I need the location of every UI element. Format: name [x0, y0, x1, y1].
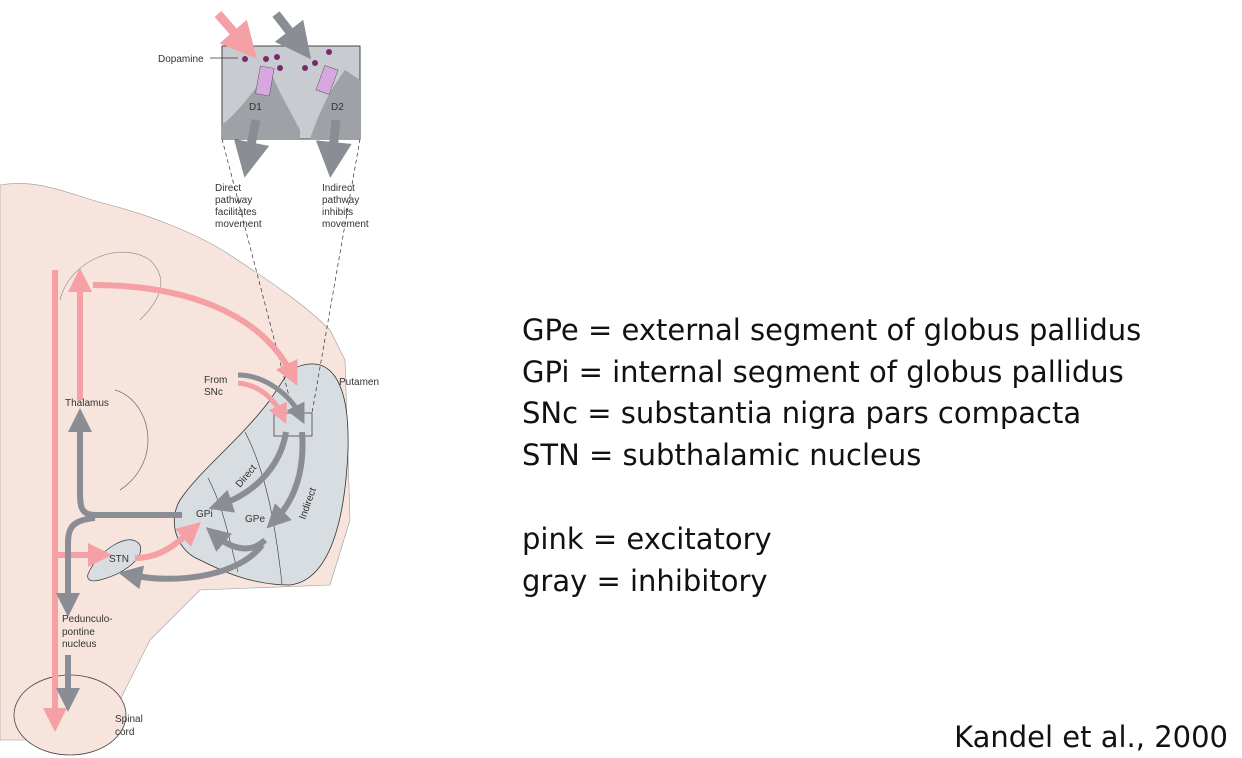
- putamen-label: Putamen: [339, 377, 379, 388]
- direct-caption: Direct pathway facilitates movement: [215, 183, 262, 230]
- thalamus-label: Thalamus: [65, 398, 109, 409]
- legend-excitatory: pink = excitatory: [522, 522, 772, 556]
- stn-region: [87, 539, 141, 582]
- legend-inhibitory: gray = inhibitory: [522, 563, 768, 598]
- definition-snc: SNc = substantia nigra pars compacta: [522, 396, 1082, 430]
- stn-label: STN: [109, 554, 129, 565]
- dopamine-label: Dopamine: [158, 54, 204, 65]
- spinal-cord-label: Spinal cord: [115, 714, 146, 738]
- from-snc-label: From SNc: [204, 375, 230, 398]
- d1-label: D1: [249, 102, 262, 113]
- gpi-label: GPi: [196, 509, 213, 520]
- basal-ganglia-diagram: Dopamine D1 D2 Direct pathway facilitate…: [0, 11, 379, 756]
- abbreviation-definitions: GPe = external segment of globus pallidu…: [522, 310, 1141, 602]
- gpe-label: GPe: [245, 514, 265, 525]
- definition-gpi: GPi = internal segment of globus pallidu…: [522, 354, 1124, 389]
- d2-label: D2: [331, 102, 344, 113]
- definition-gpe: GPe = external segment of globus pallidu…: [522, 313, 1142, 347]
- indirect-caption: Indirect pathway inhibits movement: [322, 183, 369, 230]
- pedunculopontine-label: Pedunculo- pontine nucleus: [62, 614, 115, 650]
- citation: Kandel et al., 2000: [954, 720, 1228, 754]
- definition-stn: STN = subthalamic nucleus: [522, 437, 922, 472]
- brain-tissue: [0, 183, 351, 741]
